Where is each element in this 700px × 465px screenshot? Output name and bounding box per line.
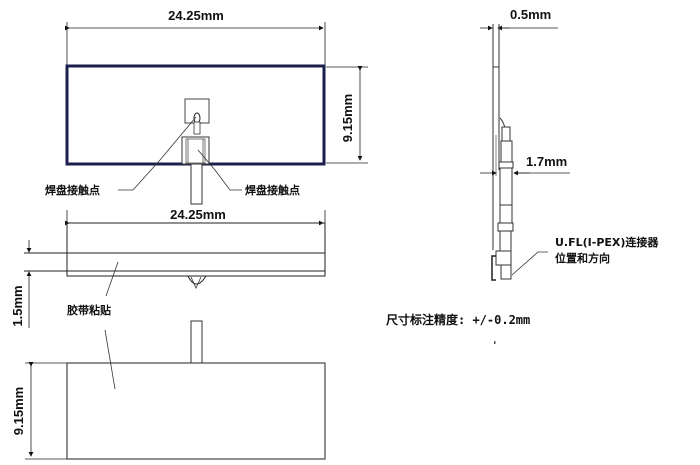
side-view: 0.5mm 1.7mm U.FL(I-PEX)连接器 位置和方向 bbox=[480, 7, 659, 281]
bottom-body bbox=[66, 362, 326, 460]
cable bbox=[190, 163, 203, 205]
top-height-label: 9.15mm bbox=[340, 94, 355, 142]
top-width-label: 24.25mm bbox=[168, 8, 224, 23]
solder-point-right-label: 焊盘接触点 bbox=[245, 183, 300, 197]
middle-view: 24.25mm 1.5mm 胶带粘贴 bbox=[10, 207, 326, 328]
connector-bump bbox=[187, 275, 207, 285]
bottom-height-label: 9.15mm bbox=[11, 387, 26, 435]
connector-width-label: 1.7mm bbox=[526, 154, 567, 169]
solder-pad bbox=[184, 98, 210, 124]
side-thickness-label: 0.5mm bbox=[510, 7, 551, 22]
solder-point-left-label: 焊盘接触点 bbox=[45, 183, 100, 197]
tape-label: 胶带粘贴 bbox=[67, 303, 111, 317]
thickness-label: 1.5mm bbox=[10, 285, 25, 326]
bottom-view: 9.15mm bbox=[11, 320, 326, 460]
middle-width-label: 24.25mm bbox=[170, 207, 226, 222]
top-view: 24.25mm 9.15mm 焊盘接触点 焊盘接触点 bbox=[45, 8, 368, 205]
connector-label-line2: 位置和方向 bbox=[555, 251, 610, 265]
tolerance-note: 尺寸标注精度: +/-0.2mm bbox=[386, 312, 530, 327]
connector-label-line1: U.FL(I-PEX)连接器 bbox=[555, 235, 659, 249]
stray-mark bbox=[494, 341, 496, 344]
